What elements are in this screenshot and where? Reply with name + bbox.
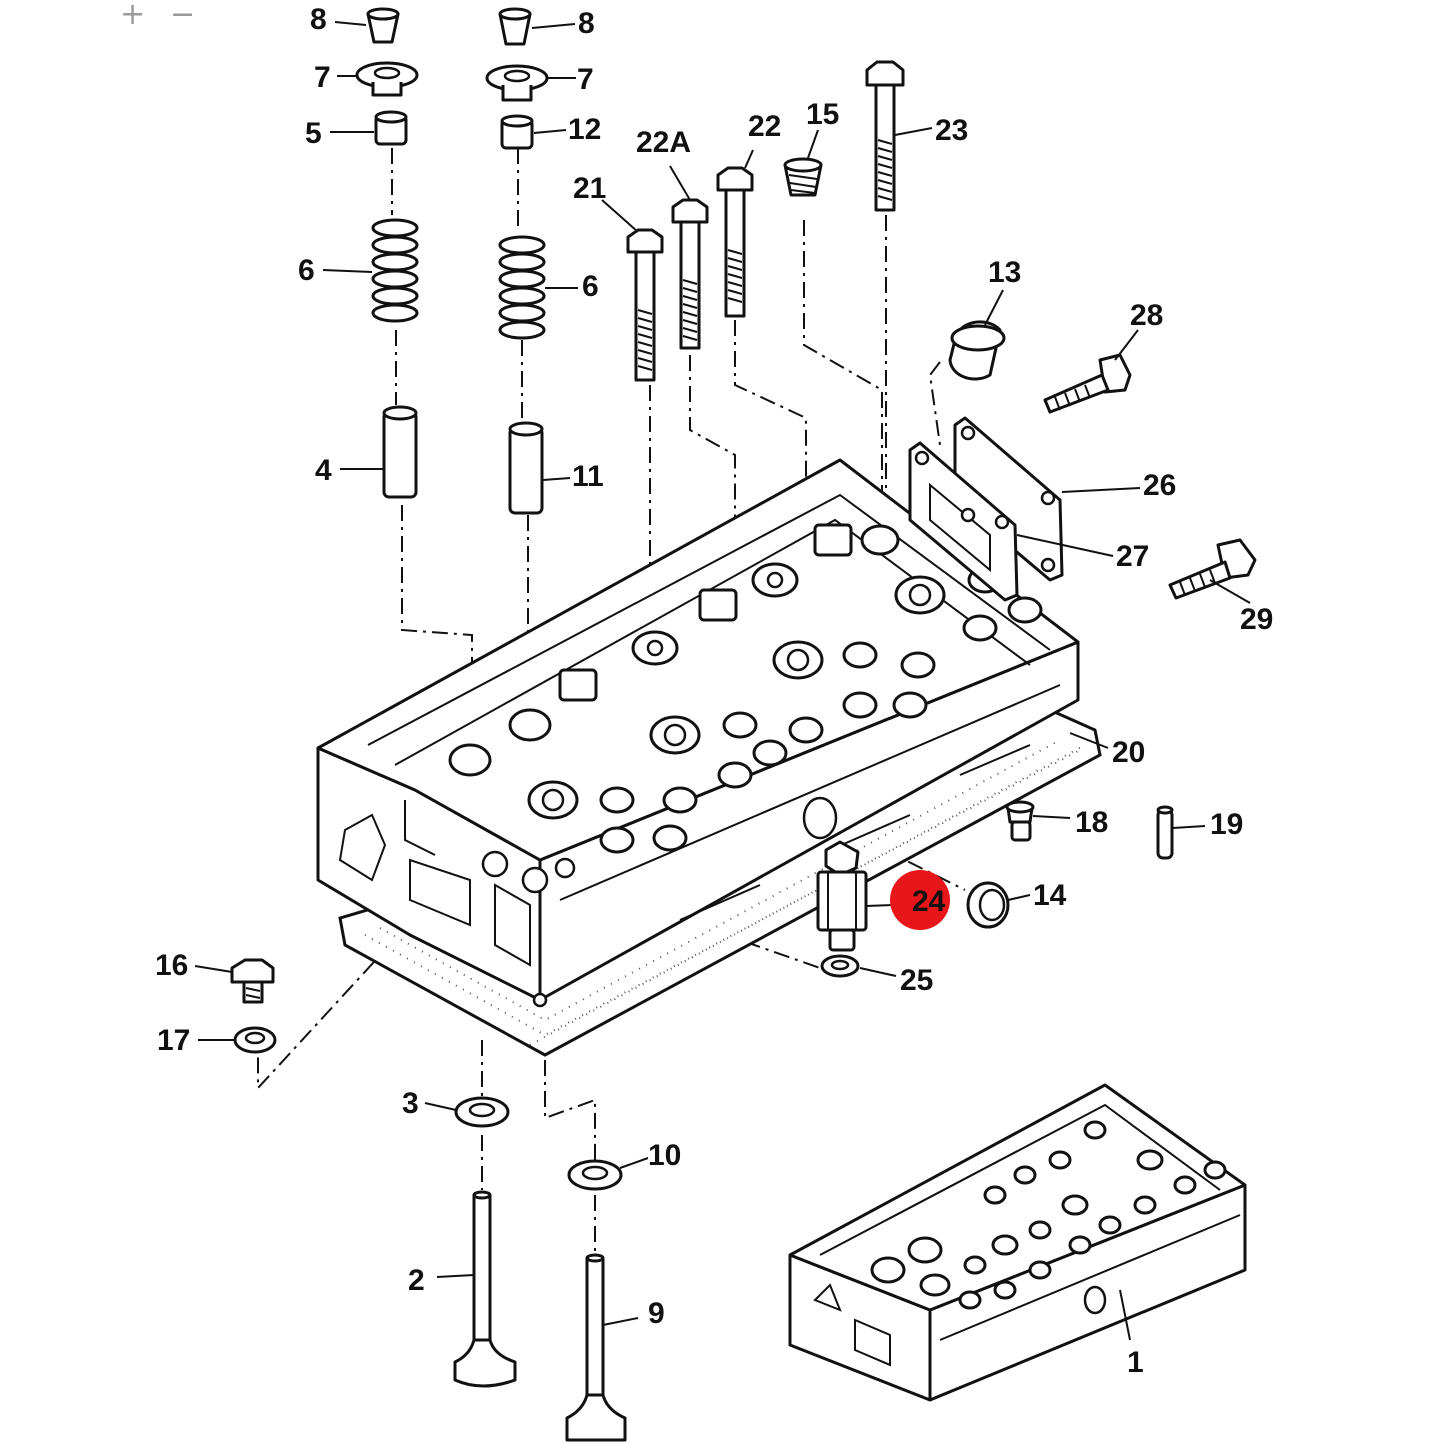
callout-17: 17 bbox=[157, 1024, 190, 1057]
callout-6-right: 6 bbox=[582, 270, 599, 303]
assembled-cylinder-head bbox=[788, 1083, 1247, 1402]
callout-19: 19 bbox=[1210, 808, 1243, 841]
valve-stem-seal-left bbox=[374, 110, 408, 146]
callout-7-right: 7 bbox=[577, 63, 594, 96]
callout-16: 16 bbox=[155, 949, 188, 982]
callout-18: 18 bbox=[1075, 806, 1108, 839]
spring-retainer-right bbox=[485, 64, 549, 102]
head-bolt-21 bbox=[626, 228, 664, 382]
cover-bolt-28 bbox=[1043, 353, 1132, 414]
callout-5: 5 bbox=[305, 117, 322, 150]
callout-13: 13 bbox=[988, 256, 1021, 289]
callout-20: 20 bbox=[1112, 736, 1145, 769]
callout-10: 10 bbox=[648, 1139, 681, 1172]
zoom-out-button[interactable]: − bbox=[170, 0, 196, 32]
callout-3: 3 bbox=[402, 1087, 419, 1120]
callout-8-left: 8 bbox=[310, 3, 327, 36]
injector-sleeve-24 bbox=[816, 840, 868, 952]
valve-spring-left bbox=[371, 218, 419, 323]
callout-6-left: 6 bbox=[298, 254, 315, 287]
valve-stem-seal-right bbox=[500, 114, 534, 150]
callout-23: 23 bbox=[935, 114, 968, 147]
callout-15: 15 bbox=[806, 98, 839, 131]
callout-labels: 8 8 7 7 5 12 6 6 4 11 21 22A 22 15 23 13… bbox=[155, 3, 1273, 1379]
callout-29: 29 bbox=[1240, 603, 1273, 636]
callout-12: 12 bbox=[568, 113, 601, 146]
highlight-label: 24 bbox=[912, 885, 946, 918]
exhaust-valve-2 bbox=[453, 1190, 517, 1388]
valve-seat-insert-3 bbox=[454, 1096, 510, 1128]
bolt-16 bbox=[230, 958, 275, 1004]
zoom-in-button[interactable]: + bbox=[120, 0, 146, 32]
valve-collet-left bbox=[366, 7, 400, 44]
callout-4: 4 bbox=[315, 454, 332, 487]
callout-28: 28 bbox=[1130, 299, 1163, 332]
valve-seat-insert-10 bbox=[567, 1159, 623, 1191]
valve-guide-left bbox=[382, 405, 418, 499]
cover-bolt-29 bbox=[1168, 538, 1257, 600]
threaded-plug-15 bbox=[783, 157, 823, 197]
callout-9: 9 bbox=[648, 1297, 665, 1330]
callout-2: 2 bbox=[408, 1264, 425, 1297]
valve-collet-right bbox=[498, 7, 532, 46]
callout-14: 14 bbox=[1033, 879, 1067, 912]
inlet-valve-9 bbox=[565, 1253, 627, 1442]
expansion-plug-13 bbox=[948, 320, 1006, 381]
spring-retainer-left bbox=[355, 61, 419, 97]
callout-8-right: 8 bbox=[578, 7, 595, 40]
callout-22: 22 bbox=[748, 110, 781, 143]
head-bolt-22 bbox=[716, 166, 754, 318]
head-bolt-23 bbox=[865, 60, 905, 212]
leader-lines bbox=[194, 21, 1251, 1341]
callout-7-left: 7 bbox=[314, 61, 331, 94]
valve-guide-right bbox=[508, 421, 544, 515]
dowel-pin-19 bbox=[1156, 805, 1174, 860]
callout-11: 11 bbox=[572, 460, 604, 493]
washer-17 bbox=[233, 1026, 277, 1054]
washer-25 bbox=[820, 954, 860, 978]
callout-1: 1 bbox=[1127, 1346, 1144, 1379]
highlight-marker[interactable]: 24 bbox=[890, 870, 950, 930]
plug-18 bbox=[1005, 800, 1035, 842]
callout-21: 21 bbox=[573, 172, 606, 205]
head-bolt-22a bbox=[671, 198, 709, 350]
sealing-ring-14 bbox=[966, 881, 1010, 929]
cover-gasket-27 bbox=[908, 441, 1019, 602]
callout-26: 26 bbox=[1143, 469, 1176, 502]
callout-22a: 22A bbox=[636, 126, 691, 159]
callout-25: 25 bbox=[900, 964, 933, 997]
cylinder-head bbox=[316, 458, 1080, 1008]
valve-guide-bosses bbox=[448, 524, 1043, 854]
callout-27: 27 bbox=[1116, 540, 1149, 573]
valve-spring-right bbox=[498, 235, 546, 340]
